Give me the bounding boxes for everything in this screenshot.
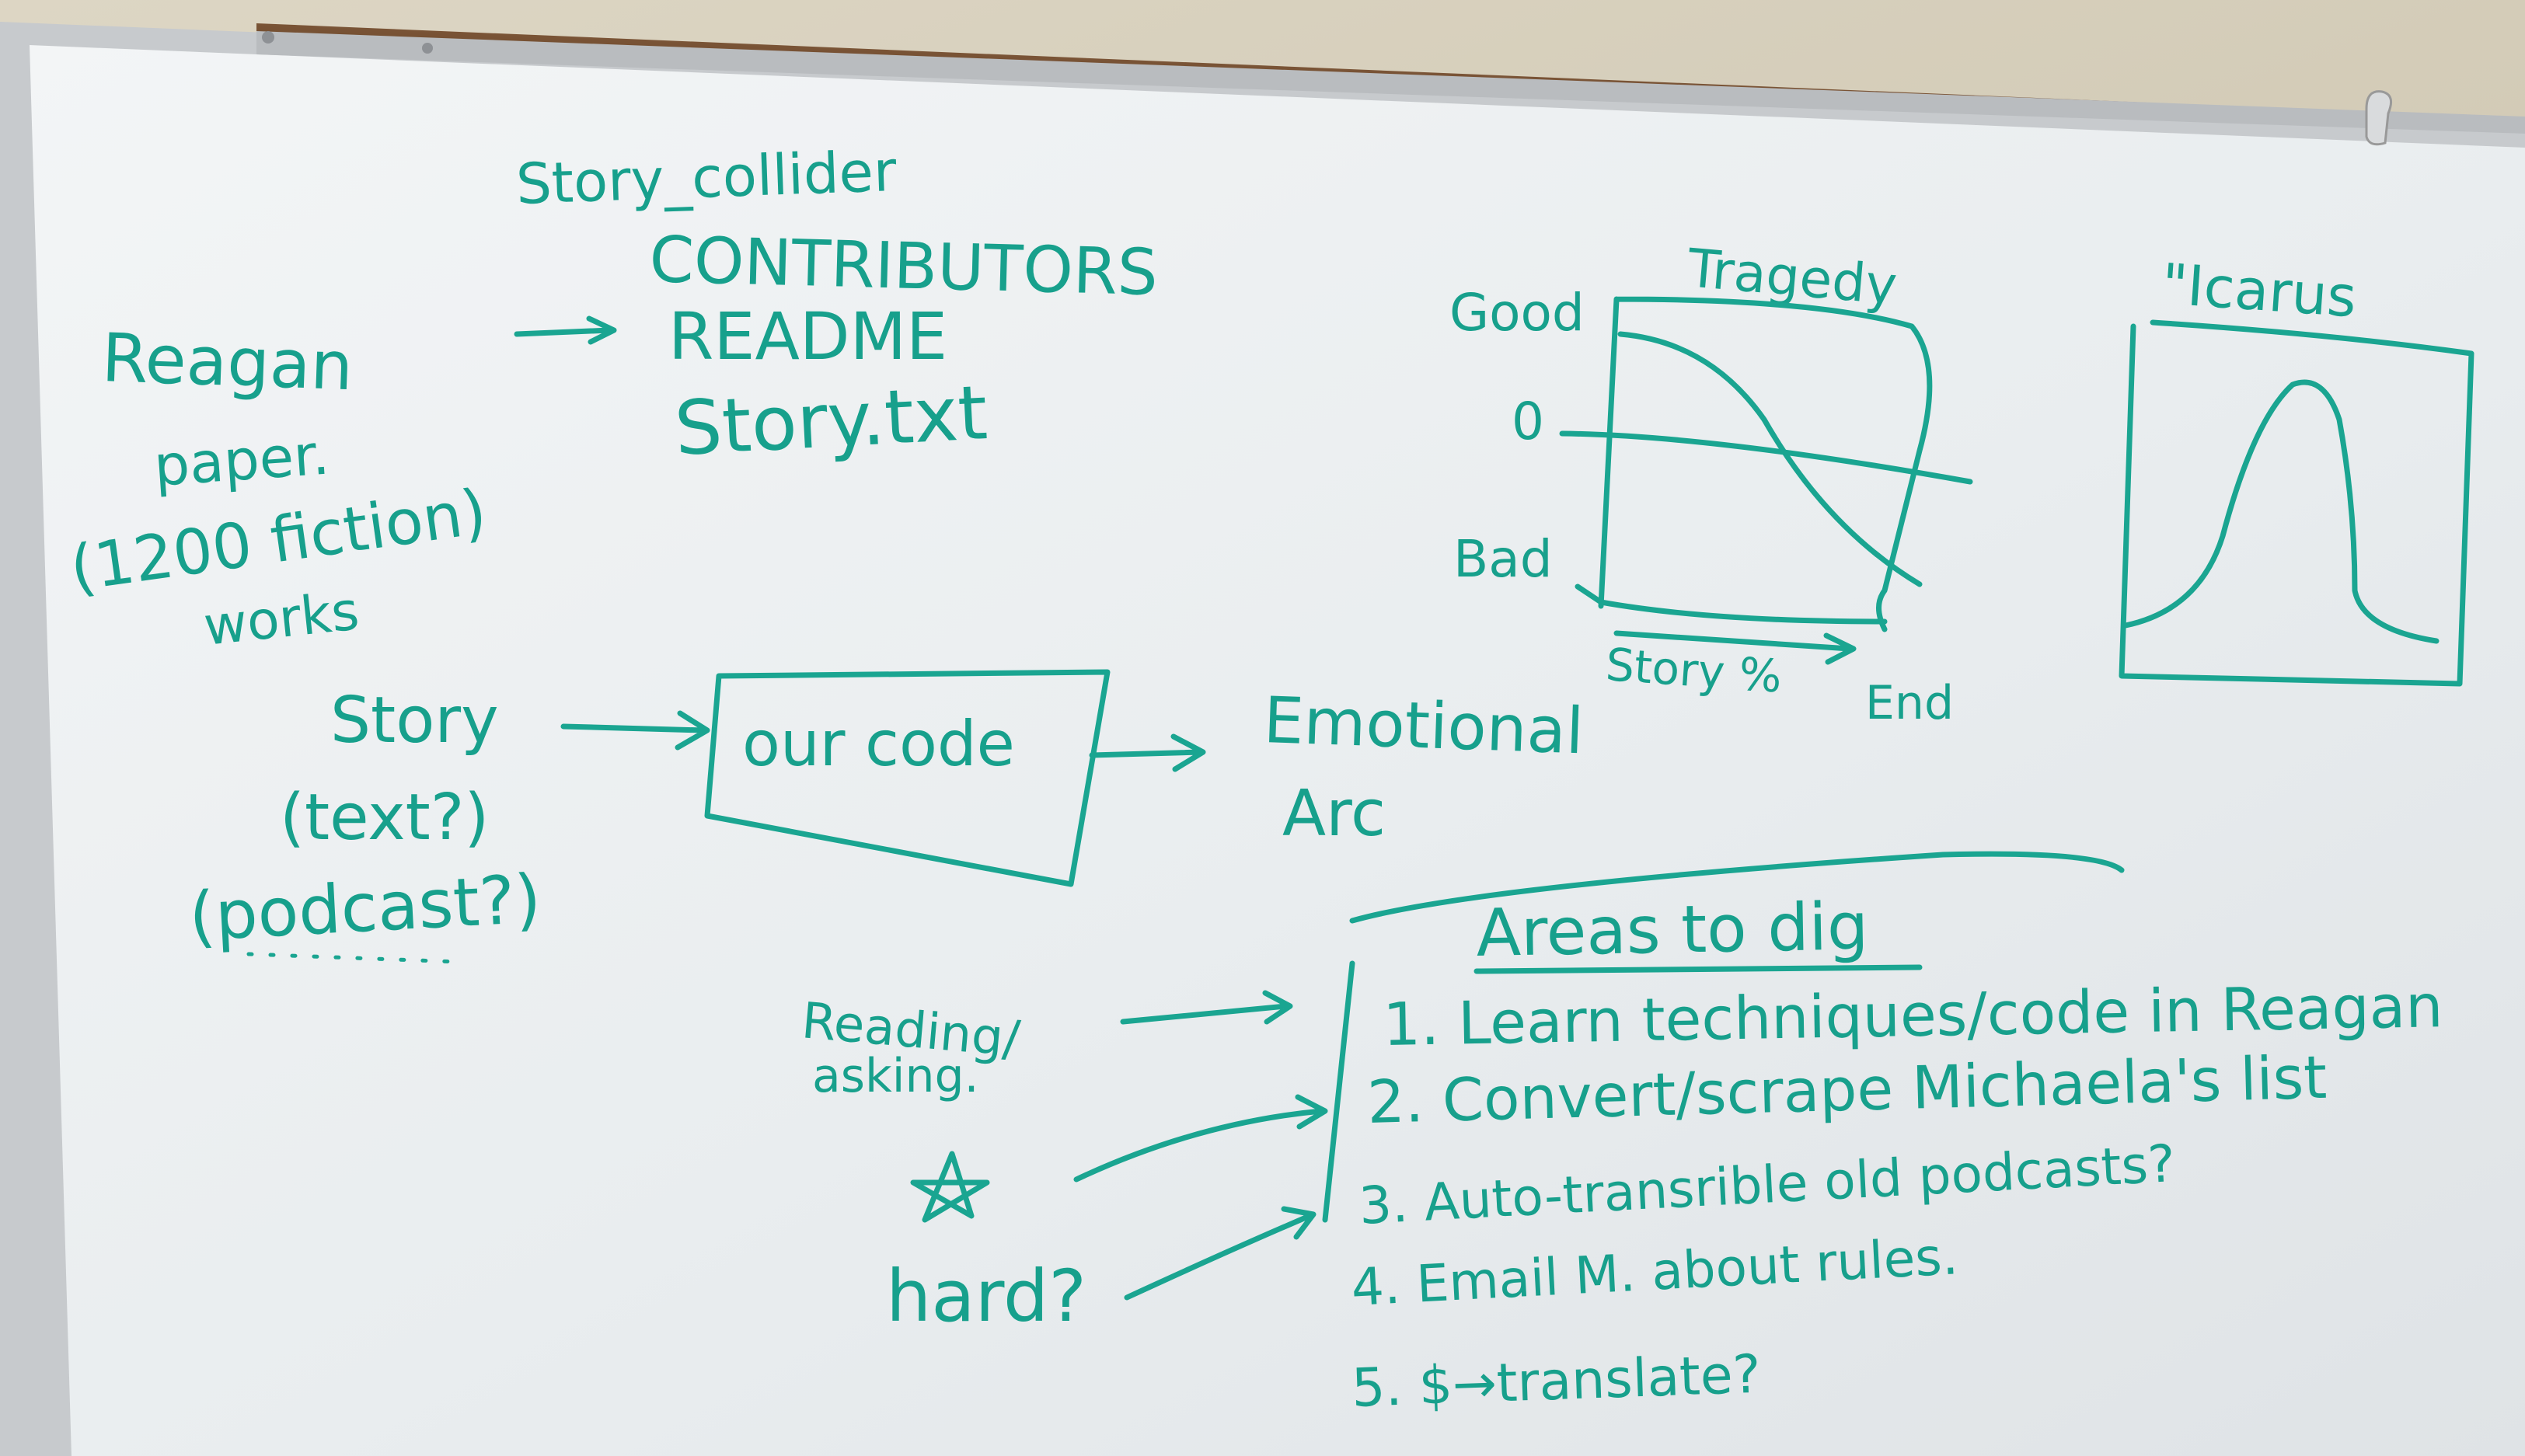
rail-screw — [262, 31, 274, 44]
code-box-label: our code — [742, 708, 1015, 780]
flow-input-podcast: (podcast?) — [187, 860, 543, 956]
areas-heading: Areas to dig — [1476, 888, 1869, 971]
arrow-reagan-to-readme — [514, 315, 617, 345]
flow-input-text: (text?) — [280, 781, 489, 855]
tragedy-x-end: End — [1865, 676, 1954, 730]
note-asking: asking. — [812, 1049, 979, 1103]
arrow-hard-to-item4 — [1124, 1206, 1317, 1301]
note-hard: hard? — [886, 1255, 1086, 1338]
arrow-story-to-code — [560, 710, 710, 751]
repo-file-story: Story.txt — [672, 369, 989, 472]
tragedy-y-zero: 0 — [1512, 392, 1544, 451]
marker-hook — [2365, 90, 2393, 146]
tragedy-y-bad: Bad — [1453, 529, 1553, 589]
tragedy-y-good: Good — [1449, 283, 1585, 343]
arrow-reading-to-item1 — [1120, 990, 1293, 1025]
tragedy-zero-line — [1559, 430, 1973, 485]
code-box — [704, 669, 1111, 887]
reagan-line1: Reagan — [100, 319, 354, 406]
rail-screw — [422, 43, 433, 54]
tragedy-x-label: Story % — [1604, 638, 1784, 703]
areas-heading-underline — [1473, 964, 1923, 974]
icarus-frame — [2119, 319, 2474, 687]
podcast-dots — [246, 952, 461, 964]
star-doodle — [910, 1151, 990, 1223]
icarus-title: "Icarus — [2160, 251, 2359, 329]
flow-output-arc: Arc — [1282, 777, 1386, 851]
repo-name: Story_collider — [515, 138, 898, 217]
repo-file-contributors: CONTRIBUTORS — [648, 223, 1159, 310]
reagan-line2: paper. — [152, 421, 331, 499]
arrow-code-to-arc — [1089, 733, 1206, 772]
repo-file-readme: README — [668, 298, 947, 374]
flow-input-story: Story — [330, 684, 499, 758]
arrow-star-to-item2 — [1073, 1094, 1328, 1183]
tragedy-frame — [1575, 296, 1933, 632]
areas-bracket — [1322, 851, 2125, 1223]
areas-item-5: 5. $→translate? — [1351, 1344, 1762, 1419]
tragedy-curve — [1617, 331, 1923, 587]
top-rail — [256, 31, 2525, 134]
icarus-curve — [2122, 379, 2440, 644]
tragedy-x-arrow — [1613, 630, 1857, 665]
board-surface — [30, 45, 2525, 1456]
flow-output-emotional: Emotional — [1262, 684, 1585, 768]
